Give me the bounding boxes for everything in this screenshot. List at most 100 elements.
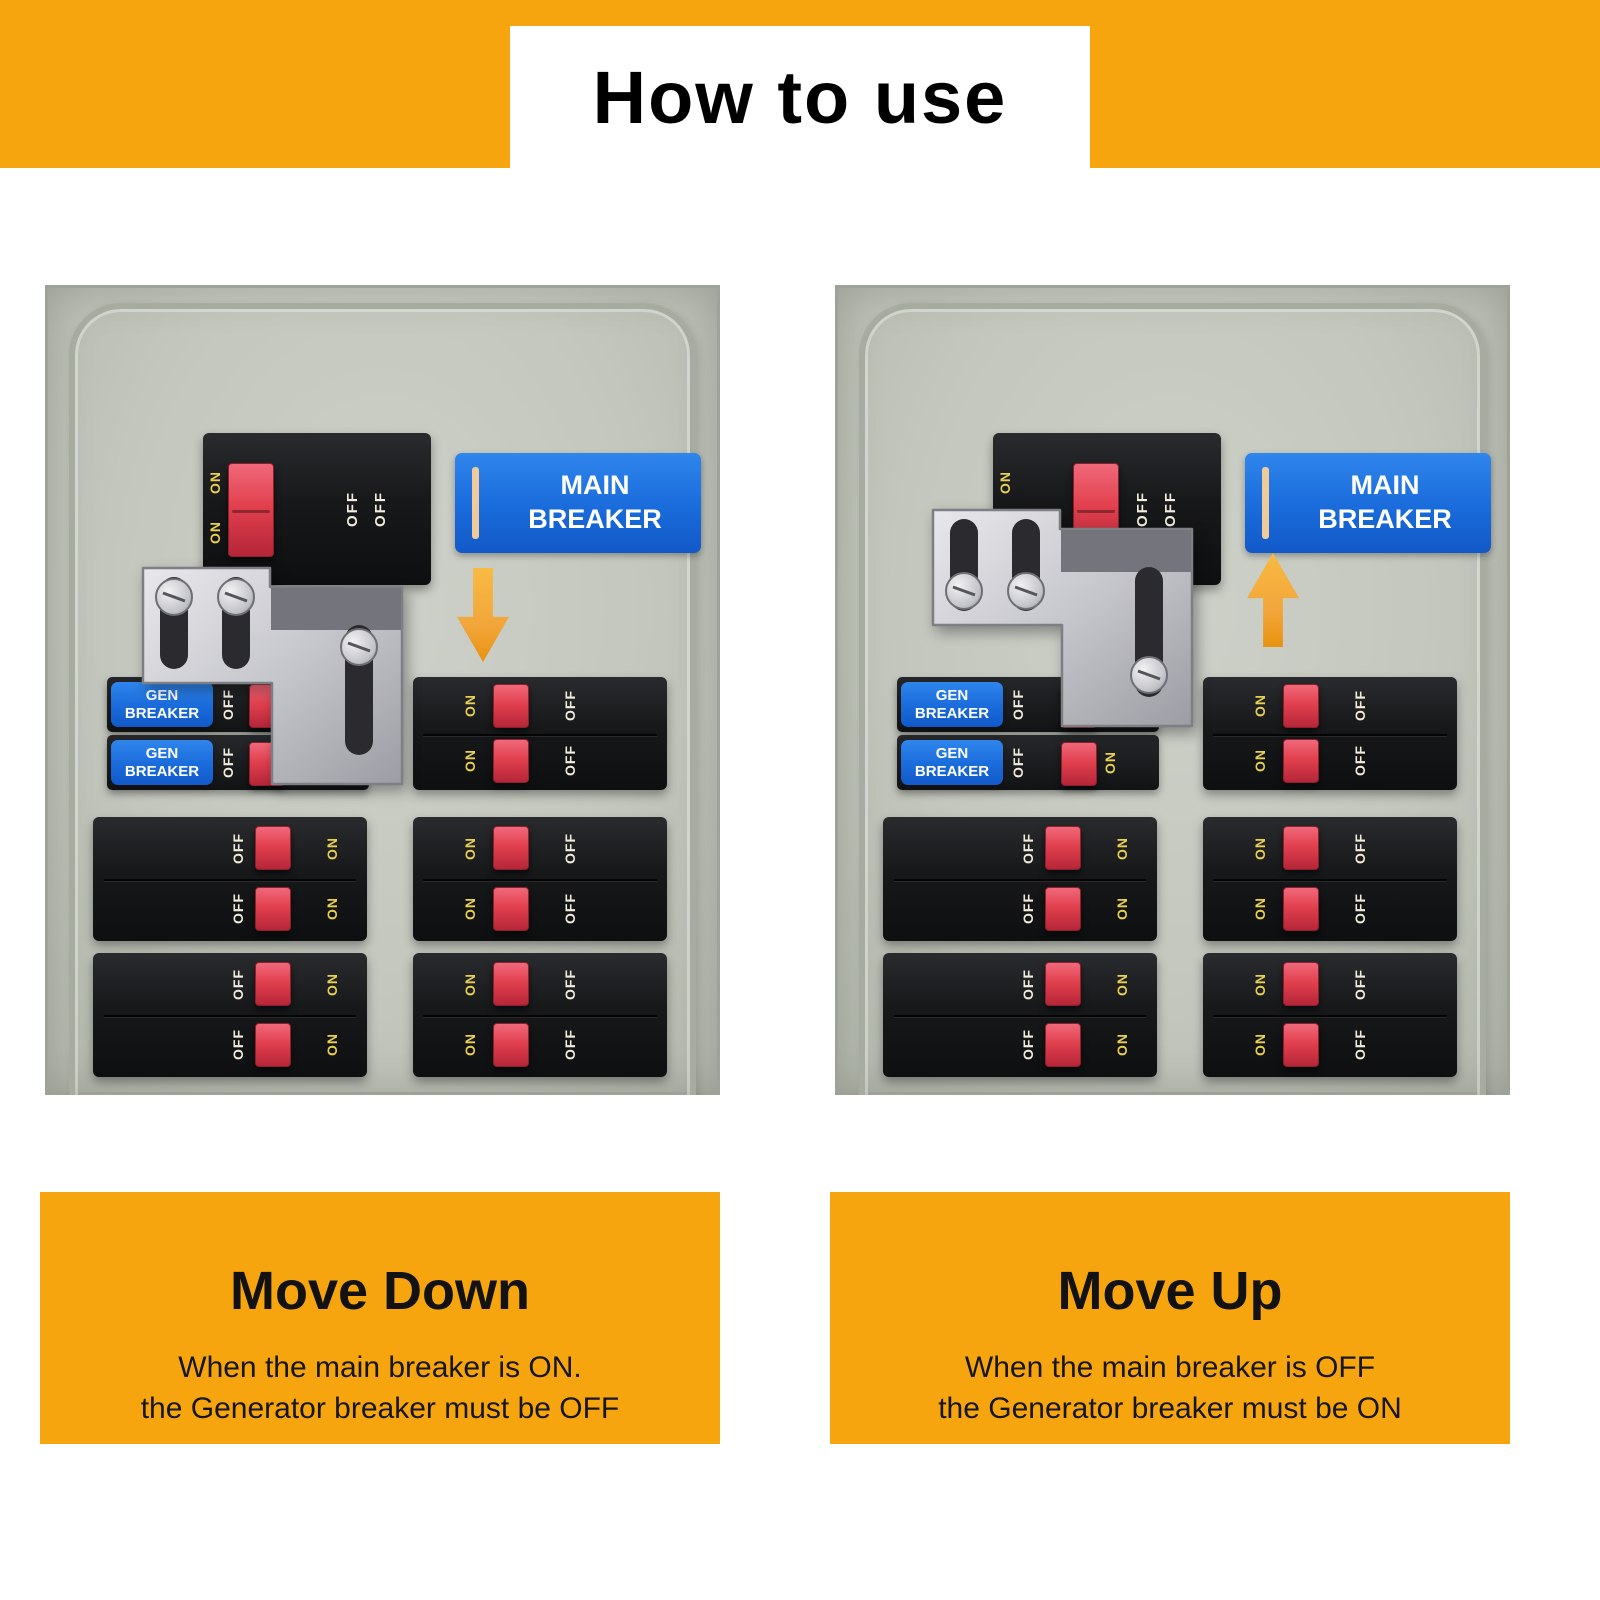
off-label: OFF	[1020, 1029, 1036, 1061]
page-title: How to use	[592, 55, 1008, 139]
plate-screw	[1130, 656, 1168, 694]
breaker-handle	[493, 684, 529, 728]
off-label: OFF	[562, 690, 578, 722]
off-label: OFF	[562, 893, 578, 925]
on-label: ON	[324, 897, 340, 921]
breaker-group: ON OFF ON OFF	[413, 817, 667, 941]
plate-screw	[217, 578, 255, 616]
off-label: OFF	[1020, 969, 1036, 1001]
on-label: ON	[462, 749, 478, 773]
interlock-plate	[141, 566, 404, 786]
on-label: ON	[207, 471, 223, 495]
label-stripe	[472, 467, 479, 539]
on-label: ON	[1114, 1033, 1130, 1057]
off-label: OFF	[1352, 690, 1368, 722]
off-label: OFF	[562, 969, 578, 1001]
breaker-handle	[1045, 887, 1081, 931]
on-label: ON	[1114, 973, 1130, 997]
header-band: How to use	[0, 0, 1600, 168]
breaker-handle	[255, 887, 291, 931]
breaker-group: OFF ON OFF ON	[883, 953, 1157, 1077]
gen-breaker-label: GEN BREAKER	[901, 682, 1003, 727]
breaker-handle	[493, 826, 529, 870]
on-label: ON	[1252, 837, 1268, 861]
breaker-handle	[1283, 1023, 1319, 1067]
breaker-handle	[1045, 826, 1081, 870]
breaker-handle	[1283, 739, 1319, 783]
breaker-handle	[493, 887, 529, 931]
on-label: ON	[1114, 897, 1130, 921]
breaker-divider	[423, 1015, 657, 1017]
instruction-title: Move Down	[229, 1261, 530, 1321]
breaker-divider	[103, 879, 357, 881]
breaker-handle	[1283, 962, 1319, 1006]
on-label: ON	[462, 837, 478, 861]
panel-frame	[859, 303, 1486, 1095]
off-label: OFF	[562, 1029, 578, 1061]
breaker-divider	[893, 879, 1147, 881]
breaker-group: ON OFF ON OFF	[1203, 817, 1457, 941]
instruction-line: When the main breaker is OFF	[964, 1351, 1376, 1384]
gen-breaker-label-text: GEN BREAKER	[914, 687, 990, 722]
interlock-plate	[931, 508, 1194, 728]
breaker-group: ON OFF ON OFF	[1203, 677, 1457, 790]
breaker-handle	[1045, 1023, 1081, 1067]
plate-screw	[155, 578, 193, 616]
on-label: ON	[1252, 973, 1268, 997]
off-label: OFF	[1020, 893, 1036, 925]
instruction-move-up: Move Up When the main breaker is OFF the…	[830, 1192, 1510, 1444]
off-label: OFF	[230, 893, 246, 925]
on-label: ON	[1114, 837, 1130, 861]
off-label: OFF	[1352, 745, 1368, 777]
main-breaker: ON ON OFF OFF	[203, 433, 431, 585]
on-label: ON	[324, 973, 340, 997]
breaker-group: ON OFF ON OFF	[413, 953, 667, 1077]
breaker-handle	[255, 826, 291, 870]
breaker-group: OFF ON OFF ON	[883, 817, 1157, 941]
breaker-handle	[1283, 684, 1319, 728]
off-label: OFF	[230, 1029, 246, 1061]
on-label: ON	[207, 521, 223, 545]
off-label: OFF	[1352, 969, 1368, 1001]
breaker-handle	[1283, 887, 1319, 931]
plate-screw	[945, 572, 983, 610]
off-label: OFF	[562, 833, 578, 865]
on-label: ON	[1252, 749, 1268, 773]
off-label: OFF	[1010, 747, 1026, 779]
gen-breaker-label: GEN BREAKER	[111, 740, 213, 785]
breaker-divider	[1213, 733, 1447, 736]
on-label: ON	[462, 973, 478, 997]
main-breaker-label: MAIN BREAKER	[455, 453, 701, 553]
breaker-divider	[423, 733, 657, 736]
main-breaker-label: MAIN BREAKER	[1245, 453, 1491, 553]
plate-flange	[271, 588, 401, 630]
breaker-panel-move-up: ON ON OFF OFF MAIN BREAKER GEN BREAKER O…	[835, 285, 1510, 1095]
on-label: ON	[462, 897, 478, 921]
gen-breaker-label: GEN BREAKER	[111, 682, 213, 727]
breaker-group: ON OFF ON OFF	[413, 677, 667, 790]
plate-screw	[1007, 572, 1045, 610]
off-label: OFF	[1352, 893, 1368, 925]
off-label: OFF	[1352, 833, 1368, 865]
off-label: OFF	[1020, 833, 1036, 865]
instruction-title: Move Up	[1057, 1261, 1283, 1321]
breaker-handle	[493, 962, 529, 1006]
on-label: ON	[324, 1033, 340, 1057]
on-label: ON	[997, 471, 1013, 495]
off-label: OFF	[372, 491, 389, 527]
breaker-handle	[493, 1023, 529, 1067]
off-label: OFF	[1352, 1029, 1368, 1061]
gen-breaker-handle	[1061, 742, 1097, 786]
instruction-move-down: Move Down When the main breaker is ON. t…	[40, 1192, 720, 1444]
main-breaker-label-text: MAIN BREAKER	[528, 470, 662, 534]
title-box: How to use	[510, 26, 1090, 168]
breaker-divider	[893, 1015, 1147, 1017]
breaker-handle	[493, 739, 529, 783]
breaker-handle	[255, 962, 291, 1006]
off-label: OFF	[230, 833, 246, 865]
gen-breaker-label-text: GEN BREAKER	[124, 745, 200, 780]
on-label: ON	[1102, 751, 1118, 775]
breaker-divider	[103, 1015, 357, 1017]
gen-breaker-row: GEN BREAKER OFF ON	[897, 735, 1159, 790]
